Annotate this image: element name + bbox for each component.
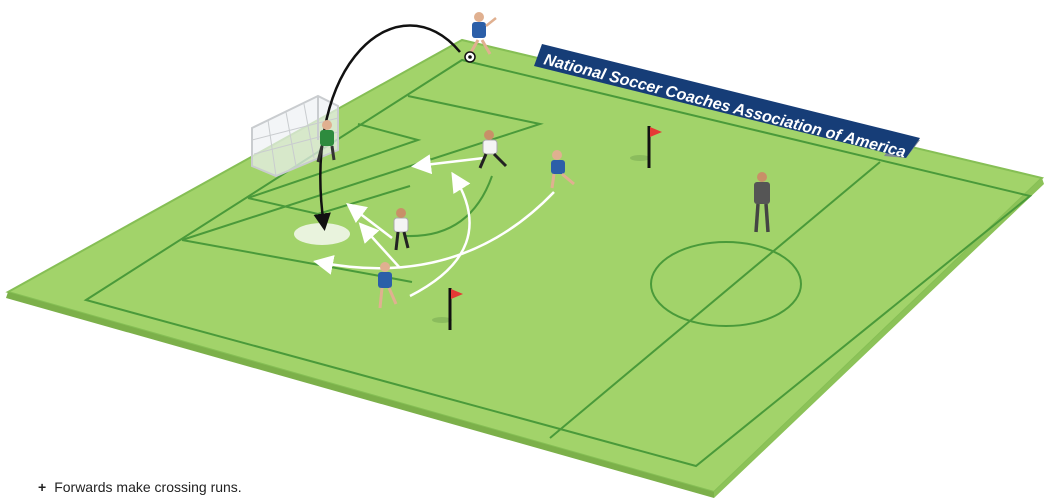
caption-text: Forwards make crossing runs. (54, 479, 242, 495)
caption: + Forwards make crossing runs. (38, 479, 242, 495)
bullet-marker: + (38, 479, 46, 495)
soccer-ball-icon (465, 52, 475, 62)
pitch (6, 40, 1044, 498)
target-zone (294, 223, 350, 245)
